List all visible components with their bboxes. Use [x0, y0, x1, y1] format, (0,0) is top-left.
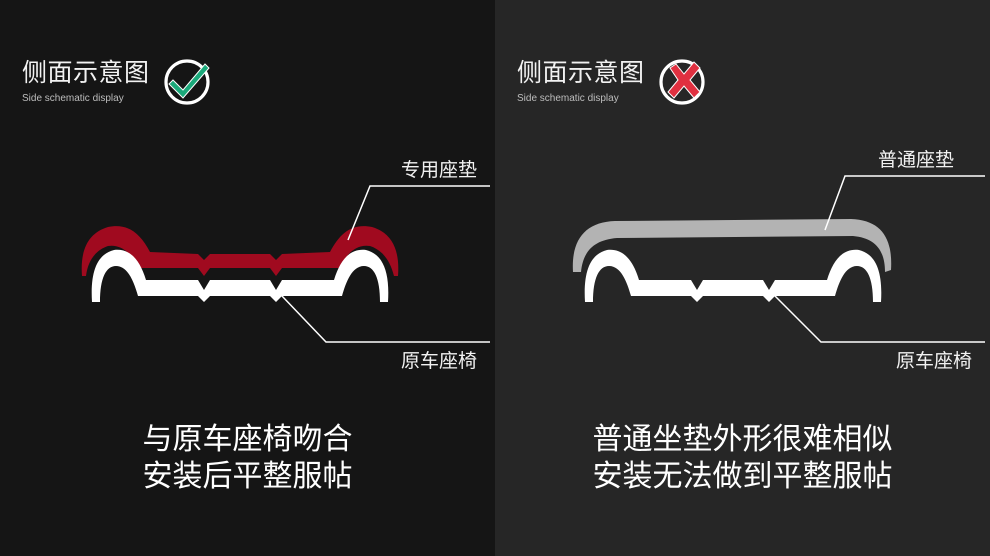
dedicated-cushion-label: 专用座垫 — [401, 159, 478, 181]
right-original-seat-label: 原车座椅 — [896, 350, 973, 372]
dedicated-cushion-shape — [81, 226, 399, 276]
right-original-seat-shape — [584, 249, 882, 302]
left-original-seat-label: 原车座椅 — [401, 350, 478, 372]
right-caption-line1: 普通坐垫外形很难相似 — [592, 422, 893, 457]
left-caption-line2: 安装后平整服帖 — [142, 459, 353, 494]
right-panel: 侧面示意图 Side schematic display 普通座垫 原车座椅 普… — [495, 0, 990, 556]
left-subtitle: Side schematic display — [22, 93, 124, 104]
left-caption-line1: 与原车座椅吻合 — [142, 422, 353, 457]
left-diagram — [81, 185, 490, 343]
right-title: 侧面示意图 — [517, 58, 645, 87]
ordinary-cushion-shape — [572, 219, 892, 272]
cross-circle-icon — [659, 59, 705, 105]
right-subtitle: Side schematic display — [517, 93, 619, 104]
left-title: 侧面示意图 — [22, 58, 150, 87]
check-circle-icon — [164, 59, 210, 105]
right-caption-line2: 安装无法做到平整服帖 — [592, 459, 893, 494]
ordinary-cushion-label: 普通座垫 — [878, 149, 955, 171]
right-diagram — [572, 175, 985, 343]
original-seat-shape — [91, 249, 389, 302]
left-panel: 侧面示意图 Side schematic display 专用座垫 原车座椅 与… — [0, 0, 495, 556]
